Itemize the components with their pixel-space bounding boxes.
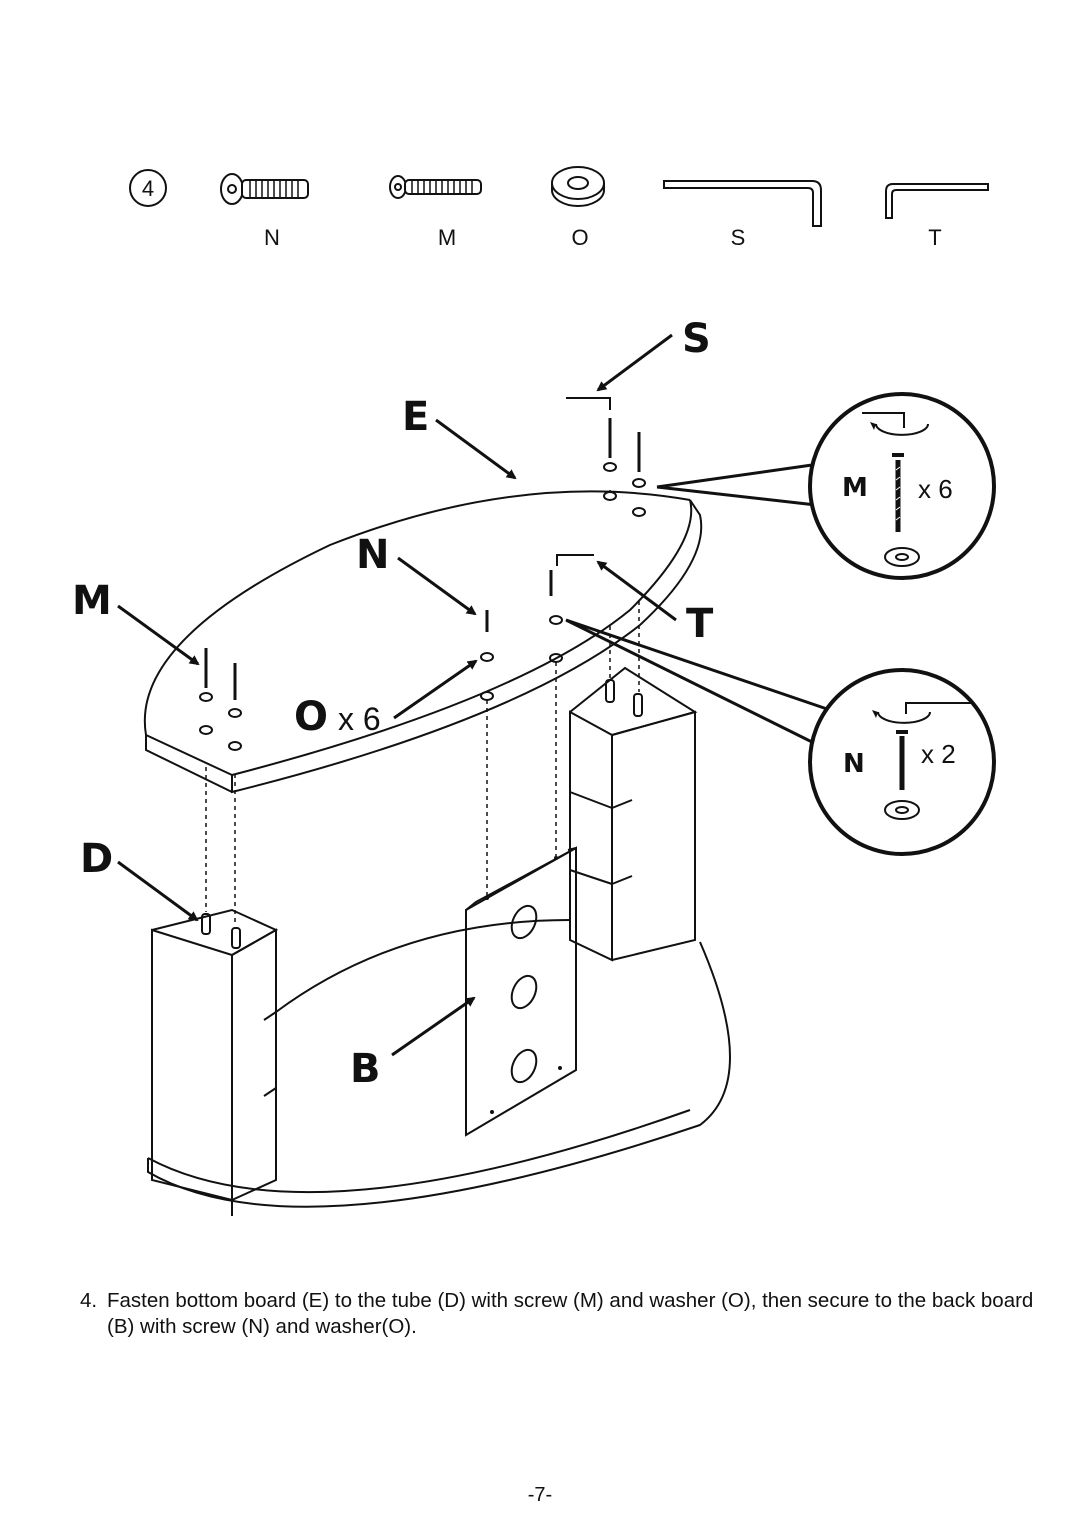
dowel-pin [633, 693, 643, 717]
step-number: 4 [142, 176, 154, 201]
dowel-pin [201, 913, 211, 935]
dowel-pin [605, 679, 615, 703]
washer-icon [551, 166, 605, 207]
label-d: D [80, 836, 113, 882]
label-b: B [350, 1046, 381, 1092]
back-board-b [465, 846, 577, 1137]
allen-key-t [556, 554, 594, 566]
callout-arrows [117, 333, 677, 1057]
base-board [147, 919, 731, 1216]
washer-quantity: x 6 [338, 701, 381, 737]
hardware-strip: 4 N [129, 166, 989, 250]
label-t: T [686, 601, 714, 647]
small-allen-key-icon [885, 183, 989, 219]
label-s: S [682, 316, 711, 362]
label-m: M [72, 578, 112, 624]
allen-key-icon [905, 702, 972, 714]
step-number-circle [129, 169, 167, 207]
tube-right [569, 666, 698, 962]
allen-key-icon [862, 412, 905, 428]
dowel-pin [231, 927, 241, 949]
hardware-label-s: S [731, 225, 746, 250]
large-allen-key-icon [663, 180, 822, 227]
detail-m-label: M [842, 473, 868, 503]
screws [204, 418, 641, 700]
label-n: N [356, 532, 389, 578]
hardware-label-m: M [438, 225, 456, 250]
alignment-lines [205, 490, 640, 926]
detail-callout-m: M x 6 [656, 392, 996, 580]
label-e: E [402, 394, 429, 440]
detail-callout-n: N x 2 [565, 618, 996, 856]
instruction-text: 4. Fasten bottom board (E) to the tube (… [80, 1288, 1040, 1340]
top-board-e [143, 418, 703, 794]
allen-key-s [566, 397, 611, 410]
board-holes [199, 462, 646, 751]
label-o: O [294, 694, 328, 740]
hardware-label-o: O [571, 225, 588, 250]
detail-n-quantity: x 2 [921, 739, 956, 769]
hardware-label-n: N [264, 225, 280, 250]
page-number: -7- [527, 1484, 553, 1506]
tube-d [151, 908, 279, 1202]
instruction-number: 4. [80, 1289, 98, 1312]
detail-m-quantity: x 6 [918, 474, 953, 504]
short-screw-icon [220, 173, 309, 205]
long-screw-icon [389, 175, 482, 199]
detail-n-label: N [843, 749, 865, 779]
instruction-body: Fasten bottom board (E) to the tube (D) … [107, 1289, 1034, 1338]
hardware-label-t: T [928, 225, 941, 250]
